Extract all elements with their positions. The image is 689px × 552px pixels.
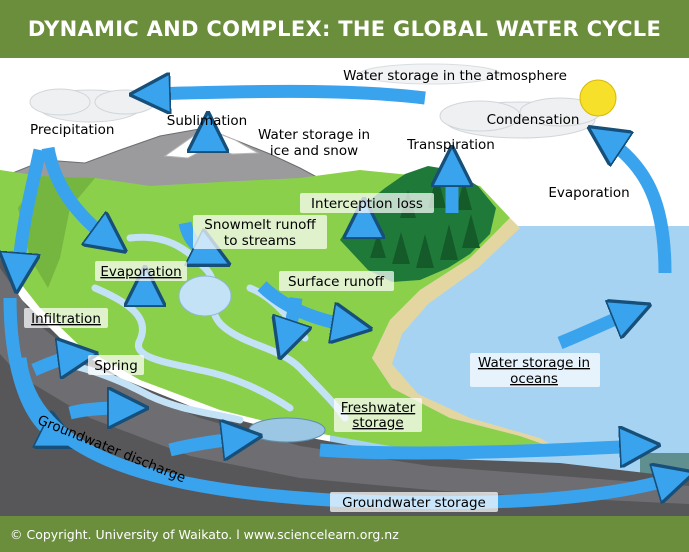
flow-arrows (10, 91, 675, 510)
surface-runoff-arrow (257, 281, 352, 326)
cloud-top (359, 63, 501, 85)
ice-snow-storage-label-line1: Water storage in (258, 127, 370, 143)
evaporation-land-label: Evaporation (100, 264, 181, 280)
beach (372, 218, 560, 450)
copyright-text: © Copyright. University of Waikato. l ww… (10, 526, 399, 542)
atmosphere-arrow (150, 91, 426, 98)
ocean-circulation-arrow (557, 312, 632, 350)
ice-snow-storage-label-line2: ice and snow (270, 143, 358, 159)
precipitation-arrow-down (18, 148, 47, 273)
sublimation-label: Sublimation (167, 113, 247, 129)
atmosphere-storage-label: Water storage in the atmosphere (343, 68, 567, 84)
lake (178, 275, 232, 317)
surface-runoff-arrow-2 (286, 297, 296, 340)
ocean-storage-label-line2: oceans (510, 371, 558, 387)
precipitation-label: Precipitation (30, 122, 114, 138)
spring-arrow (31, 356, 78, 370)
copyright-footer: © Copyright. University of Waikato. l ww… (0, 516, 689, 552)
transpiration-label: Transpiration (406, 137, 495, 153)
evaporation-ocean-label: Evaporation (548, 185, 629, 201)
interception-loss-label: Interception loss (311, 196, 423, 212)
cloud-right (439, 97, 601, 139)
gw-storage-arrow (13, 357, 675, 510)
snowmelt-runoff-label-line1: Snowmelt runoff (204, 217, 316, 233)
snowmelt-runoff-label-line2: to streams (224, 233, 296, 249)
ocean-storage-label-line1: Water storage in (478, 355, 590, 371)
infiltration-label: Infiltration (31, 311, 101, 327)
page-title: DYNAMIC AND COMPLEX: THE GLOBAL WATER CY… (27, 17, 662, 41)
label-backgrounds (24, 193, 600, 512)
spring-label: Spring (94, 358, 138, 374)
surface-runoff-label: Surface runoff (288, 274, 385, 290)
sun-icon (579, 79, 617, 117)
gw-to-land-arrow (68, 408, 128, 413)
freshwater-storage-label-line1: Freshwater (341, 400, 416, 416)
gw-to-lake-arrow (168, 438, 242, 450)
groundwater-storage-label: Groundwater storage (342, 495, 486, 511)
freshwater-storage-label-line2: storage (352, 415, 403, 431)
condensation-label: Condensation (487, 112, 580, 128)
title-banner: DYNAMIC AND COMPLEX: THE GLOBAL WATER CY… (0, 0, 689, 58)
diagram-canvas: Water storage in the atmosphere Precipit… (0, 58, 689, 516)
precipitation-arrow-right (41, 146, 110, 240)
freshwater-lake (248, 417, 326, 443)
gw-discharge-arrow (319, 446, 640, 453)
evaporation-ocean-arrow (605, 138, 672, 274)
